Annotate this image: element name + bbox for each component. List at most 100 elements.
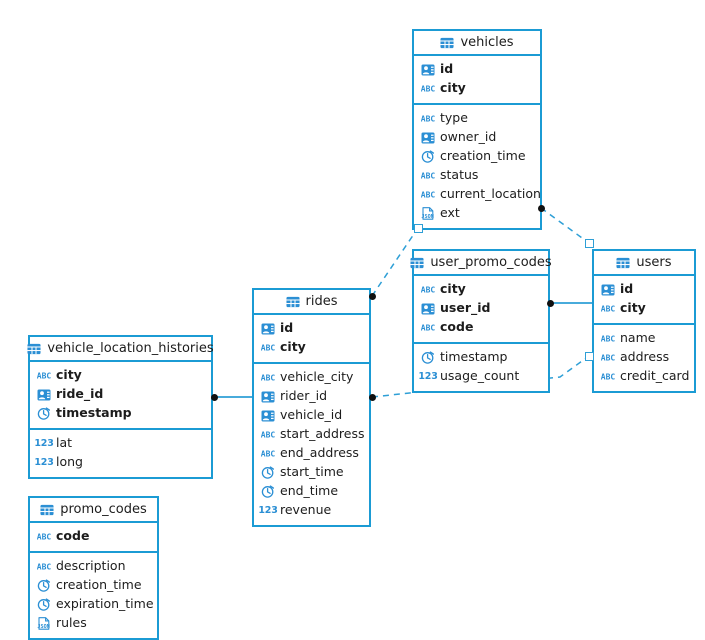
- field-name: user_id: [440, 300, 491, 316]
- table-icon: [285, 295, 300, 308]
- field-row[interactable]: end_time: [254, 482, 369, 501]
- clock-icon: [421, 150, 435, 163]
- edge-source-dot: [368, 292, 376, 300]
- field-row[interactable]: ABC city: [414, 280, 548, 299]
- table-icon: [27, 342, 41, 355]
- field-name: rules: [56, 615, 87, 631]
- entity-title: vehicle_location_histories: [47, 341, 214, 356]
- svg-text:ABC: ABC: [261, 431, 275, 440]
- abc-icon: ABC: [421, 321, 435, 334]
- entity-header[interactable]: vehicles: [414, 31, 540, 56]
- field-name: ride_id: [56, 386, 104, 402]
- field-row[interactable]: ABC vehicle_city: [254, 368, 369, 387]
- table-icon: [440, 36, 454, 49]
- id-card-icon: [421, 63, 435, 76]
- svg-text:ABC: ABC: [421, 191, 435, 200]
- entity-header[interactable]: promo_codes: [30, 498, 157, 523]
- entity-header[interactable]: user_promo_codes: [410, 251, 552, 276]
- field-name: credit_card: [620, 368, 690, 384]
- field-row[interactable]: start_time: [254, 463, 369, 482]
- svg-text:ABC: ABC: [37, 533, 51, 542]
- field-row[interactable]: ABC city: [414, 79, 540, 98]
- clock-icon: [261, 485, 275, 498]
- field-row[interactable]: ride_id: [30, 385, 211, 404]
- field-row[interactable]: timestamp: [30, 404, 211, 423]
- field-name: end_time: [280, 483, 339, 499]
- svg-text:ABC: ABC: [421, 85, 435, 94]
- field-name: vehicle_city: [280, 369, 354, 385]
- entity-title: rides: [305, 294, 338, 309]
- field-row[interactable]: id: [594, 280, 694, 299]
- field-row[interactable]: ABC city: [254, 338, 369, 357]
- entity-header[interactable]: users: [594, 251, 694, 276]
- abc-icon: ABC: [601, 351, 615, 364]
- id-card-icon: [421, 131, 435, 144]
- field-name: usage_count: [440, 368, 520, 384]
- entity-header[interactable]: rides: [254, 290, 369, 315]
- field-name: city: [440, 80, 466, 96]
- id-card-icon: [37, 388, 51, 401]
- abc-icon: ABC: [421, 283, 435, 296]
- table-icon: [410, 256, 424, 269]
- clock-icon: [37, 579, 51, 592]
- field-row[interactable]: id: [414, 60, 540, 79]
- abc-icon: ABC: [261, 371, 275, 384]
- field-name: city: [280, 339, 306, 355]
- entity-header[interactable]: vehicle_location_histories: [27, 337, 214, 362]
- entity-title: vehicles: [460, 35, 514, 50]
- field-row[interactable]: user_id: [414, 299, 548, 318]
- field-name: creation_time: [440, 148, 526, 164]
- field-row[interactable]: timestamp: [414, 348, 548, 367]
- field-row[interactable]: vehicle_id: [254, 406, 369, 425]
- id-card-icon: [261, 322, 275, 335]
- id-card-icon: [261, 390, 275, 403]
- field-name: expiration_time: [56, 596, 154, 612]
- number-icon: 123: [258, 504, 278, 516]
- field-row[interactable]: rider_id: [254, 387, 369, 406]
- field-row[interactable]: creation_time: [30, 576, 157, 595]
- field-row[interactable]: creation_time: [414, 147, 540, 166]
- abc-icon: ABC: [37, 560, 51, 573]
- field-row[interactable]: expiration_time: [30, 595, 157, 614]
- clock-icon: [37, 407, 51, 420]
- relationship-edge-rel-vehicles-users[interactable]: [540, 207, 590, 244]
- field-name: vehicle_id: [280, 407, 343, 423]
- field-name: city: [440, 281, 466, 297]
- field-row[interactable]: id: [254, 319, 369, 338]
- clock-icon: [37, 598, 51, 611]
- field-row[interactable]: owner_id: [414, 128, 540, 147]
- field-name: timestamp: [56, 405, 132, 421]
- svg-text:ABC: ABC: [601, 335, 615, 344]
- svg-text:ABC: ABC: [261, 344, 275, 353]
